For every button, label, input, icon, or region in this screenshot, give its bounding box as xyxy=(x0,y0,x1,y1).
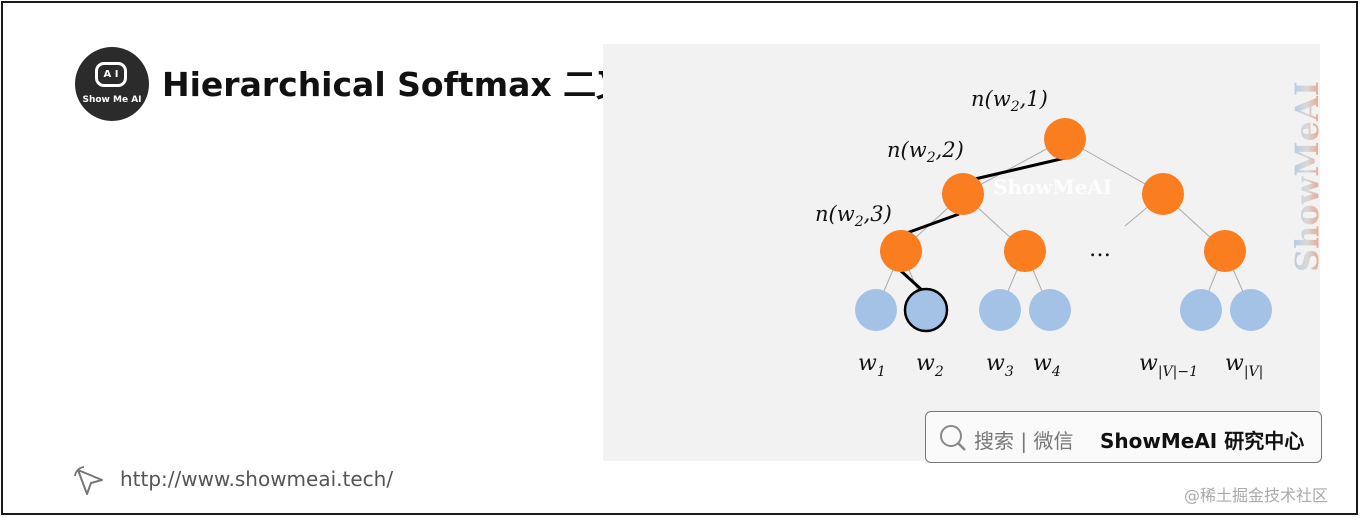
leaf-label-w3: w3 xyxy=(986,351,1014,380)
node-label-n-w2-2: n(w2,2) xyxy=(887,138,964,166)
robot-face-icon: A I xyxy=(95,62,127,87)
leaf-label-w4: w4 xyxy=(1033,351,1061,380)
path-segment-2 xyxy=(903,212,960,236)
inner-node-level2-left xyxy=(942,173,984,215)
node-label-n-w2-3: n(w2,3) xyxy=(815,202,892,230)
leaf-node-wv-1 xyxy=(1180,289,1222,331)
search-placeholder: 搜索 | 微信 xyxy=(974,429,1074,453)
footer-url-link[interactable]: http://www.showmeai.tech/ xyxy=(120,467,394,491)
inner-node-level3-2 xyxy=(1004,230,1046,272)
leaf-nodes xyxy=(855,287,1272,333)
showmeai-logo: A I Show Me AI xyxy=(75,47,149,121)
inner-node-level2-right xyxy=(1142,173,1184,215)
path-segment-1 xyxy=(974,156,1066,181)
inner-node-level3-3 xyxy=(1204,230,1246,272)
diagram-panel: ShowMeAI … n(w2,1) n(w2,2) n(w2,3) w1 w2… xyxy=(603,44,1320,461)
side-watermark-text: ShowMeAI xyxy=(1290,81,1324,272)
diagram-watermark: ShowMeAI xyxy=(993,175,1112,199)
leaf-node-w3 xyxy=(979,289,1021,331)
path-segment-3 xyxy=(899,269,925,293)
cursor-pointer-icon xyxy=(74,466,103,495)
leaf-label-wv: w|V| xyxy=(1225,351,1263,380)
highlight-path xyxy=(899,156,1066,293)
logo-text: Show Me AI xyxy=(82,95,142,105)
leaf-node-w1 xyxy=(855,289,897,331)
leaf-node-wv xyxy=(1230,289,1272,331)
leaf-label-wv-1: w|V|−1 xyxy=(1139,351,1198,380)
node-label-n-w2-1: n(w2,1) xyxy=(971,87,1048,115)
inner-node-level3-1 xyxy=(880,230,922,272)
leaf-label-w2: w2 xyxy=(916,351,944,380)
binary-tree-diagram: ShowMeAI … n(w2,1) n(w2,2) n(w2,3) w1 w2… xyxy=(815,87,1272,380)
inner-node-root xyxy=(1044,118,1086,160)
search-icon xyxy=(940,425,966,451)
side-watermark: ShowMeAI xyxy=(1290,81,1324,272)
search-bar[interactable]: 搜索 | 微信 ShowMeAI 研究中心 xyxy=(925,411,1322,463)
search-brand-label: ShowMeAI 研究中心 xyxy=(1100,429,1305,453)
leaf-label-w1: w1 xyxy=(858,351,886,380)
leaf-node-w4 xyxy=(1029,289,1071,331)
ellipsis: … xyxy=(1089,237,1111,262)
footer-credit: @稀土掘金技术社区 xyxy=(1184,486,1329,505)
leaf-node-w2 xyxy=(903,287,949,333)
inner-nodes xyxy=(880,118,1246,272)
